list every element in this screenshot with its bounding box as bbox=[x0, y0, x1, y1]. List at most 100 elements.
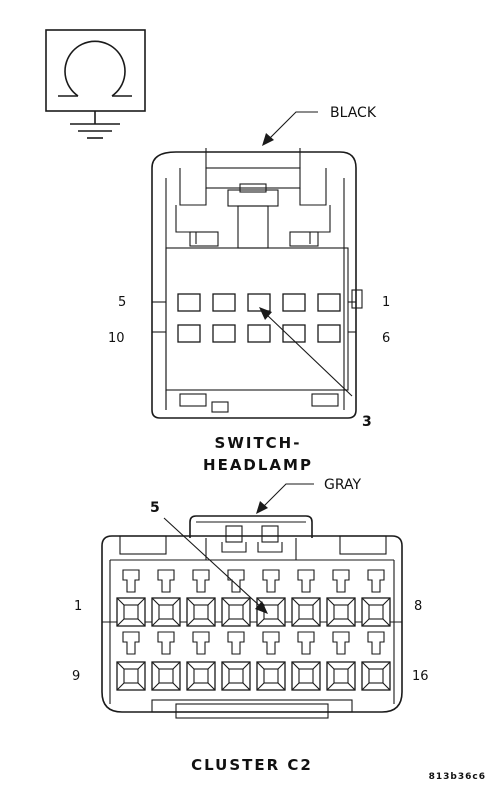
cluster-cavity-chamfer bbox=[326, 618, 335, 627]
cluster-cavity-terminal bbox=[123, 668, 139, 684]
cluster-cavity-chamfer bbox=[242, 682, 251, 691]
cluster-cavity-latch bbox=[122, 631, 140, 655]
switch-pin-10: 10 bbox=[108, 331, 125, 346]
cluster-cavity-chamfer bbox=[312, 618, 321, 627]
cluster-cavity-terminal bbox=[368, 604, 384, 620]
cluster-cavity-chamfer bbox=[242, 597, 251, 606]
switch-cavity bbox=[177, 293, 201, 312]
cluster-cavity-chamfer bbox=[326, 661, 335, 670]
cluster-pin-8: 8 bbox=[414, 599, 422, 614]
cluster-cavity-chamfer bbox=[116, 682, 125, 691]
cluster-pin-16: 16 bbox=[412, 669, 429, 684]
cluster-cavity-chamfer bbox=[382, 618, 391, 627]
cluster-cavity-chamfer bbox=[207, 661, 216, 670]
cluster-cavity-chamfer bbox=[312, 661, 321, 670]
cluster-cavity-chamfer bbox=[242, 661, 251, 670]
cluster-cavity-chamfer bbox=[312, 597, 321, 606]
switch-pin-1: 1 bbox=[382, 295, 390, 310]
cluster-connector-name: CLUSTER C2 bbox=[191, 756, 313, 774]
cluster-cavity-terminal bbox=[123, 604, 139, 620]
cluster-cavity-terminal bbox=[263, 668, 279, 684]
cluster-cavity-chamfer bbox=[221, 661, 230, 670]
cluster-cavity-chamfer bbox=[256, 682, 265, 691]
cluster-cavity-chamfer bbox=[186, 618, 195, 627]
switch-connector-name-line1: SWITCH- bbox=[215, 434, 302, 452]
cluster-cavity-terminal bbox=[368, 668, 384, 684]
cluster-cavity-terminal bbox=[158, 668, 174, 684]
cluster-cavity-latch bbox=[227, 631, 245, 655]
cluster-pin-9: 9 bbox=[72, 669, 80, 684]
figure-code: 813b36c6 bbox=[429, 772, 486, 782]
cluster-cavity-terminal bbox=[158, 604, 174, 620]
cluster-cavity-terminal bbox=[298, 668, 314, 684]
switch-cavity bbox=[212, 324, 236, 343]
ground-icon bbox=[45, 29, 146, 139]
cluster-cavity-chamfer bbox=[277, 661, 286, 670]
cluster-cavity-chamfer bbox=[326, 597, 335, 606]
cluster-cavity-chamfer bbox=[221, 618, 230, 627]
cluster-pin-1: 1 bbox=[74, 599, 82, 614]
cluster-cavity-chamfer bbox=[256, 661, 265, 670]
cluster-cavity-chamfer bbox=[151, 661, 160, 670]
switch-headlamp-connector bbox=[151, 148, 363, 419]
cluster-cavity-latch bbox=[332, 631, 350, 655]
cluster-cavity-chamfer bbox=[137, 661, 146, 670]
cluster-cavity-chamfer bbox=[207, 682, 216, 691]
cluster-cavity-chamfer bbox=[172, 682, 181, 691]
cluster-cavity-chamfer bbox=[347, 618, 356, 627]
cluster-cavity-latch bbox=[367, 569, 385, 593]
cluster-cavity-chamfer bbox=[277, 597, 286, 606]
cluster-cavity-grid bbox=[116, 569, 391, 691]
switch-connector-name-line2: HEADLAMP bbox=[203, 456, 313, 474]
cluster-cavity-chamfer bbox=[172, 618, 181, 627]
cluster-cavity-chamfer bbox=[186, 682, 195, 691]
cluster-cavity-chamfer bbox=[382, 597, 391, 606]
switch-pin-6: 6 bbox=[382, 331, 390, 346]
switch-cavity bbox=[317, 293, 341, 312]
cluster-cavity-chamfer bbox=[312, 682, 321, 691]
cluster-cavity-chamfer bbox=[291, 597, 300, 606]
cluster-cavity-chamfer bbox=[291, 682, 300, 691]
cluster-cavity-chamfer bbox=[347, 682, 356, 691]
cluster-cavity-chamfer bbox=[151, 682, 160, 691]
cluster-cavity-chamfer bbox=[137, 618, 146, 627]
cluster-cavity-latch bbox=[332, 569, 350, 593]
cluster-cavity-chamfer bbox=[116, 597, 125, 606]
cluster-cavity-chamfer bbox=[186, 661, 195, 670]
cluster-cavity-terminal bbox=[193, 668, 209, 684]
cluster-cavity-latch bbox=[122, 569, 140, 593]
cluster-cavity-latch bbox=[262, 631, 280, 655]
cluster-cavity-latch bbox=[262, 569, 280, 593]
cluster-cavity-chamfer bbox=[361, 597, 370, 606]
cluster-cavity-chamfer bbox=[291, 618, 300, 627]
cluster-cavity-chamfer bbox=[347, 661, 356, 670]
cluster-cavity-chamfer bbox=[137, 682, 146, 691]
cluster-cavity-chamfer bbox=[207, 618, 216, 627]
cluster-cavity-chamfer bbox=[151, 597, 160, 606]
cluster-cavity-chamfer bbox=[116, 618, 125, 627]
switch-cavity bbox=[247, 293, 271, 312]
black-color-callout: BLACK bbox=[262, 105, 377, 146]
cluster-cavity-latch bbox=[192, 631, 210, 655]
cluster-cavity-chamfer bbox=[151, 618, 160, 627]
cluster-cavity-latch bbox=[192, 569, 210, 593]
cluster-cavity-terminal bbox=[228, 668, 244, 684]
cluster-cavity-terminal bbox=[228, 604, 244, 620]
cluster-cavity-chamfer bbox=[382, 682, 391, 691]
cluster-cavity-chamfer bbox=[347, 597, 356, 606]
cluster-cavity-chamfer bbox=[361, 682, 370, 691]
cluster-cavity-terminal bbox=[333, 604, 349, 620]
cluster-cavity-latch bbox=[157, 569, 175, 593]
cluster-cavity-chamfer bbox=[242, 618, 251, 627]
cluster-color-label: GRAY bbox=[324, 477, 361, 493]
switch-cavity-grid bbox=[177, 293, 341, 343]
switch-cavity bbox=[282, 324, 306, 343]
cluster-cavity-chamfer bbox=[207, 597, 216, 606]
switch-cavity bbox=[282, 293, 306, 312]
cluster-cavity-chamfer bbox=[291, 661, 300, 670]
switch-cavity bbox=[317, 324, 341, 343]
cluster-cavity-terminal bbox=[333, 668, 349, 684]
cluster-c2-connector bbox=[101, 515, 403, 719]
cluster-cavity-chamfer bbox=[116, 661, 125, 670]
